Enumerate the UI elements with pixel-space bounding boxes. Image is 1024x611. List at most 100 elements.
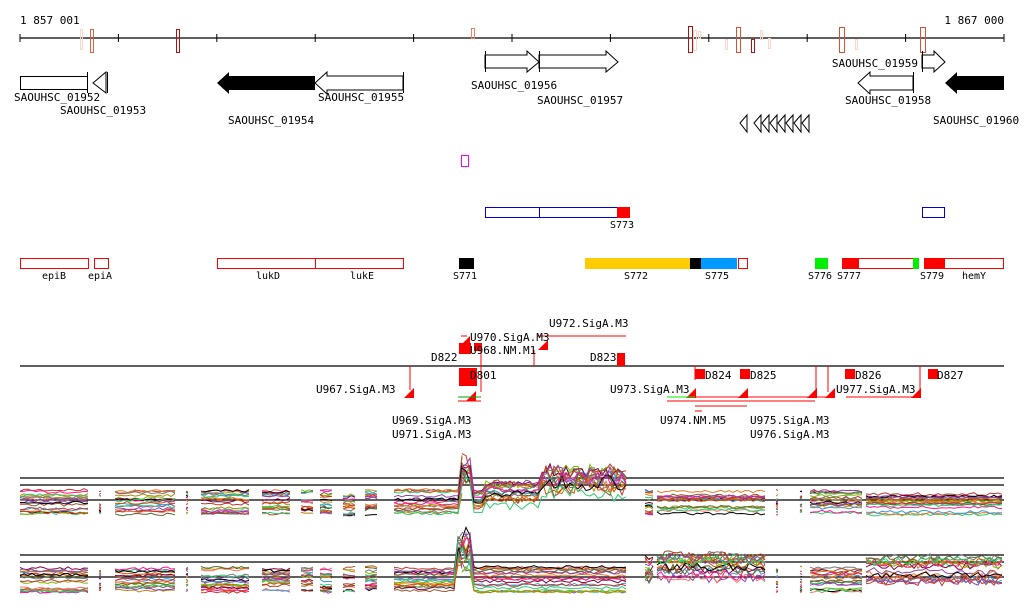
expression-profile (865, 495, 1003, 499)
expression-profile (19, 497, 89, 502)
gene-SAOUHSC_01957[interactable] (538, 49, 619, 74)
expression-profile (364, 491, 378, 495)
expression-profile (865, 499, 1003, 504)
feature-red-outline[interactable] (738, 258, 748, 269)
expression-profile (644, 496, 654, 499)
gene-SAOUHSC_01955[interactable] (314, 70, 404, 96)
expression-profile (19, 510, 89, 515)
tss-marks[interactable] (404, 335, 938, 412)
expression-profile (461, 470, 627, 503)
expression-profile (342, 504, 356, 508)
expression-profile (799, 509, 803, 512)
expression-profile (656, 498, 766, 503)
feature-S777[interactable] (842, 258, 859, 269)
gene-SAOUHSC_01954[interactable] (217, 72, 315, 94)
expression-profile (656, 489, 766, 494)
srna-S773[interactable] (617, 207, 630, 218)
expression-profile (300, 584, 314, 587)
expression-profile (19, 570, 89, 574)
expression-profile (19, 580, 89, 585)
feature-S772[interactable] (585, 258, 690, 269)
expression-profile (809, 589, 863, 594)
expression-profile (799, 581, 803, 584)
expression-profile (114, 566, 176, 571)
expression-profile (261, 511, 291, 515)
feature-black[interactable] (690, 258, 701, 269)
axis-feature-mark (471, 28, 475, 39)
gene-label: SAOUHSC_01956 (471, 79, 557, 92)
expression-profile (364, 578, 378, 581)
tss-triangle (825, 388, 835, 398)
tss-label: U976.SigA.M3 (750, 428, 829, 441)
feature-S776[interactable] (815, 258, 828, 269)
expression-profile (461, 546, 627, 590)
gene-label: SAOUHSC_01954 (228, 114, 314, 127)
expression-profile (200, 497, 250, 502)
blue-feature[interactable] (922, 207, 945, 218)
gene-SAOUHSC_01959[interactable] (921, 49, 946, 74)
expression-profile (865, 556, 1003, 566)
feature-lukD[interactable] (217, 258, 316, 269)
expression-profile (342, 584, 356, 587)
expression-profile (300, 589, 314, 592)
feature-label: lukE (350, 271, 374, 282)
expression-profile (114, 588, 175, 593)
gene-label: SAOUHSC_01952 (14, 91, 100, 104)
feature-label: S776 (808, 271, 832, 282)
expression-profile (364, 490, 378, 494)
expression-profile (461, 543, 627, 587)
axis-feature-mark (855, 39, 858, 50)
gene-SAOUHSC_01956[interactable] (484, 49, 540, 74)
feature-S775[interactable] (701, 258, 737, 269)
expression-profile (261, 504, 291, 508)
gene-SAOUHSC_01960[interactable] (945, 72, 1004, 94)
feature-S771[interactable] (459, 258, 474, 269)
feature-label: S772 (624, 271, 648, 282)
tss-box (459, 343, 471, 354)
expression-profile (261, 500, 291, 505)
expression-profile (393, 556, 463, 585)
expression-track-1[interactable] (19, 453, 1004, 517)
expression-profile (393, 557, 463, 588)
expression-profile (114, 493, 176, 498)
expression-profile (364, 569, 378, 573)
expression-profile (461, 535, 627, 575)
feature-lukE[interactable] (315, 258, 404, 269)
magenta-feature[interactable] (461, 155, 469, 167)
expression-profile (644, 556, 654, 565)
blue-feature[interactable] (485, 207, 540, 218)
gene-SAOUHSC_01953[interactable] (92, 70, 108, 95)
gene-label: SAOUHSC_01960 (933, 114, 1019, 127)
feature-epiA[interactable] (94, 258, 109, 269)
small-gene-arrows[interactable] (739, 113, 810, 134)
feature-epiB[interactable] (20, 258, 89, 269)
gene-label: SAOUHSC_01958 (845, 94, 931, 107)
feature-S779[interactable] (924, 258, 945, 269)
small-gene-arrow (793, 113, 802, 134)
expression-profile (799, 580, 803, 583)
feature-red-outline[interactable] (858, 258, 914, 269)
expression-profile (185, 570, 189, 572)
feature-green[interactable] (913, 258, 919, 269)
expression-profile (393, 541, 463, 571)
axis-feature-mark (90, 29, 94, 53)
expression-profile (461, 525, 627, 570)
blue-feature[interactable] (539, 207, 618, 218)
expression-profile (342, 569, 356, 573)
expression-track-2[interactable] (19, 525, 1004, 594)
expression-profile (809, 496, 863, 501)
gene-SAOUHSC_01958[interactable] (857, 70, 914, 96)
feature-hemY[interactable] (944, 258, 1004, 269)
expression-profile (809, 490, 863, 495)
expression-profile (19, 566, 89, 571)
gene-SAOUHSC_01952[interactable] (20, 72, 88, 93)
expression-profile (185, 493, 189, 495)
expression-profile (799, 573, 803, 575)
expression-profile (261, 494, 291, 498)
expression-profile (98, 492, 102, 495)
expression-profile (809, 568, 863, 572)
expression-profile (200, 574, 250, 579)
expression-profile (799, 503, 803, 506)
expression-profile (200, 492, 250, 497)
